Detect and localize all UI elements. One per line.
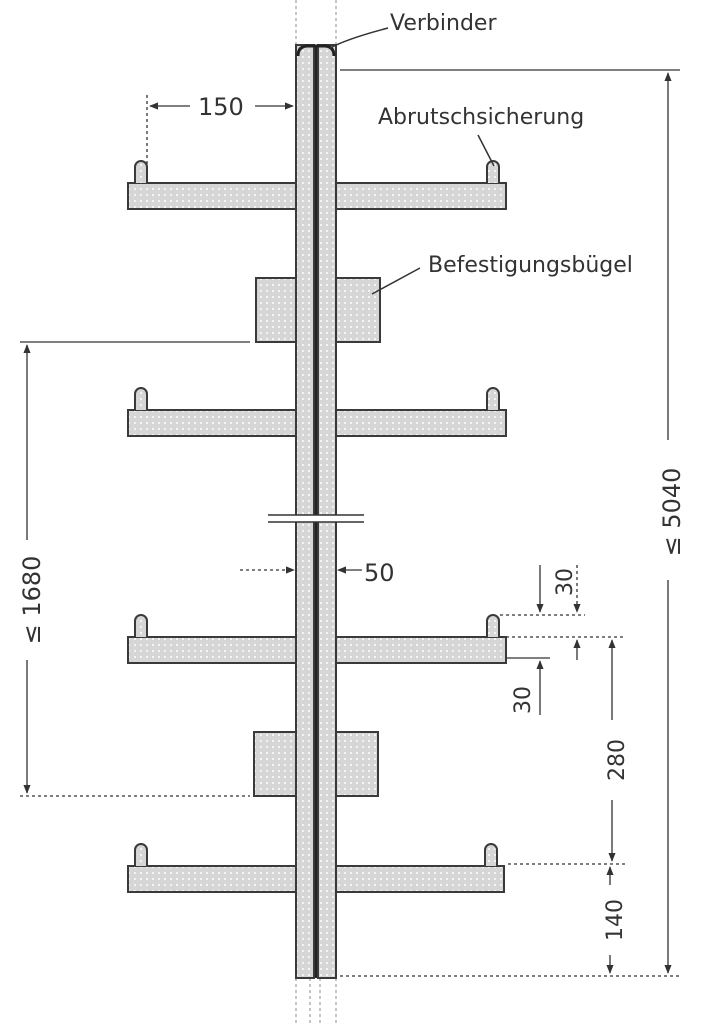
dim-arm-spacing-text: 280 <box>605 739 630 781</box>
label-mounting-bracket: Befestigungsbügel <box>428 253 633 278</box>
column <box>268 44 364 979</box>
dimension-arm-spacing <box>508 639 625 865</box>
column-centerlines <box>295 0 337 1024</box>
connector-cap <box>296 44 336 57</box>
dimension-arm-thickness <box>506 657 550 715</box>
dimension-guard-height <box>500 565 625 660</box>
slip-guard-right <box>486 160 500 183</box>
dim-arm-length-text: 150 <box>198 93 244 121</box>
dimension-arm-length <box>146 95 294 165</box>
dim-arm-thickness-text: 30 <box>511 686 536 714</box>
label-slip-guard: Abrutschsicherung <box>378 105 584 130</box>
leaders <box>329 27 495 295</box>
dimension-bracket-spacing <box>20 341 250 797</box>
dim-bottom-offset-text: 140 <box>603 899 628 941</box>
dim-total-height-text: ≤ 5040 <box>658 468 686 557</box>
dim-guard-height-text: 30 <box>553 568 578 596</box>
slip-guard-left <box>134 160 148 183</box>
dim-column-width-text: 50 <box>364 559 395 587</box>
label-connector: Verbinder <box>390 11 497 36</box>
dimension-total-height <box>340 69 680 977</box>
dim-bracket-spacing-text: ≤ 1680 <box>18 556 46 645</box>
